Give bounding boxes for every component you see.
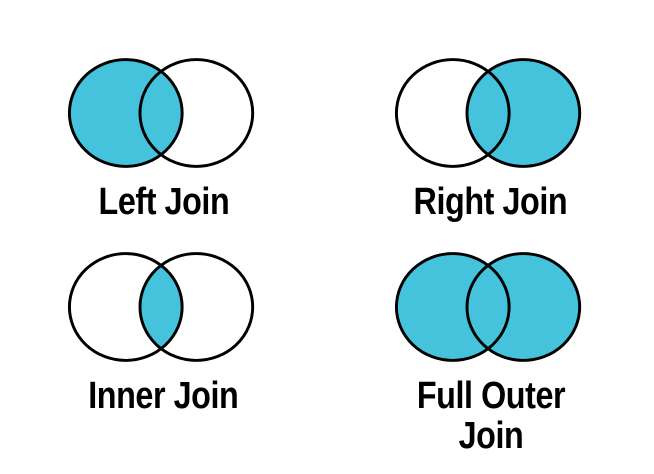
right-circle-outline xyxy=(465,58,581,168)
label-right-join: Right Join xyxy=(413,181,568,223)
venn-cell-left-join: Left Join xyxy=(0,0,327,237)
intersection-fill xyxy=(466,59,509,167)
venn-cell-inner-join: Inner Join xyxy=(0,237,327,474)
venn-diagram-left-join xyxy=(67,58,254,168)
right-circle-outline xyxy=(138,252,254,362)
venn-diagram-full-outer-join xyxy=(394,252,581,362)
label-inner-join: Inner Join xyxy=(88,375,239,417)
intersection-fill xyxy=(139,59,182,167)
left-circle-outline xyxy=(67,58,184,168)
left-circle-outline xyxy=(394,252,511,362)
intersection-fill xyxy=(466,253,509,361)
left-circle-outline xyxy=(67,252,184,362)
intersection-fill xyxy=(139,253,182,361)
left-circle-outline xyxy=(394,58,511,168)
venn-diagram-inner-join xyxy=(67,252,254,362)
label-left-join: Left Join xyxy=(98,181,229,223)
venn-cell-full-outer-join: Full Outer Join xyxy=(327,237,654,474)
right-circle-outline xyxy=(138,58,254,168)
venn-diagram-right-join xyxy=(394,58,581,168)
right-circle-outline xyxy=(465,252,581,362)
venn-cell-right-join: Right Join xyxy=(327,0,654,237)
label-full-outer-join: Full Outer Join xyxy=(416,375,565,457)
